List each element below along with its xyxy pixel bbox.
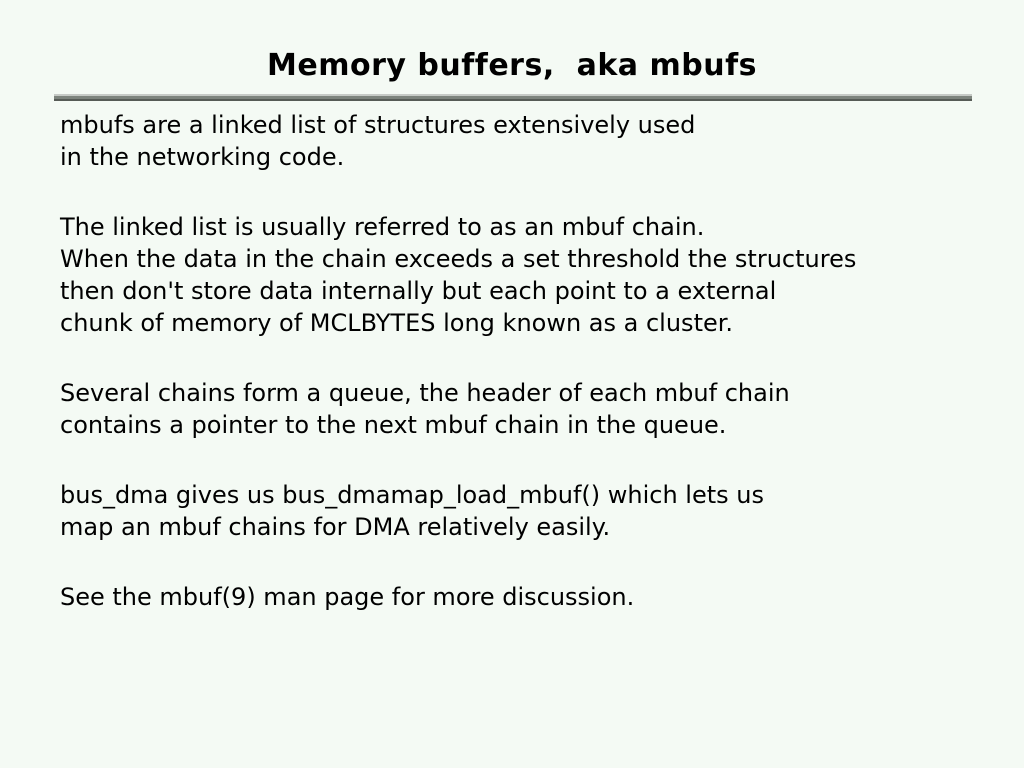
- body-line: chunk of memory of MCLBYTES long known a…: [60, 309, 734, 337]
- body-line: See the mbuf(9) man page for more discus…: [60, 583, 635, 611]
- body-line: The linked list is usually referred to a…: [60, 213, 705, 241]
- title-divider-rule: [54, 94, 972, 101]
- body-line: Several chains form a queue, the header …: [60, 379, 790, 407]
- body-line: When the data in the chain exceeds a set…: [60, 245, 857, 273]
- body-line: map an mbuf chains for DMA relatively ea…: [60, 513, 611, 541]
- body-line: contains a pointer to the next mbuf chai…: [60, 411, 727, 439]
- paragraph: mbufs are a linked list of structures ex…: [60, 109, 1024, 173]
- body-line: mbufs are a linked list of structures ex…: [60, 111, 696, 139]
- paragraph: Several chains form a queue, the header …: [60, 377, 1024, 441]
- slide-body: mbufs are a linked list of structures ex…: [60, 109, 1024, 613]
- body-line: then don't store data internally but eac…: [60, 277, 777, 305]
- slide-title: Memory buffers, aka mbufs: [267, 48, 757, 83]
- body-line: bus_dma gives us bus_dmamap_load_mbuf() …: [60, 481, 764, 509]
- paragraph: See the mbuf(9) man page for more discus…: [60, 581, 1024, 613]
- paragraph: The linked list is usually referred to a…: [60, 211, 1024, 339]
- paragraph: bus_dma gives us bus_dmamap_load_mbuf() …: [60, 479, 1024, 543]
- body-line: in the networking code.: [60, 143, 345, 171]
